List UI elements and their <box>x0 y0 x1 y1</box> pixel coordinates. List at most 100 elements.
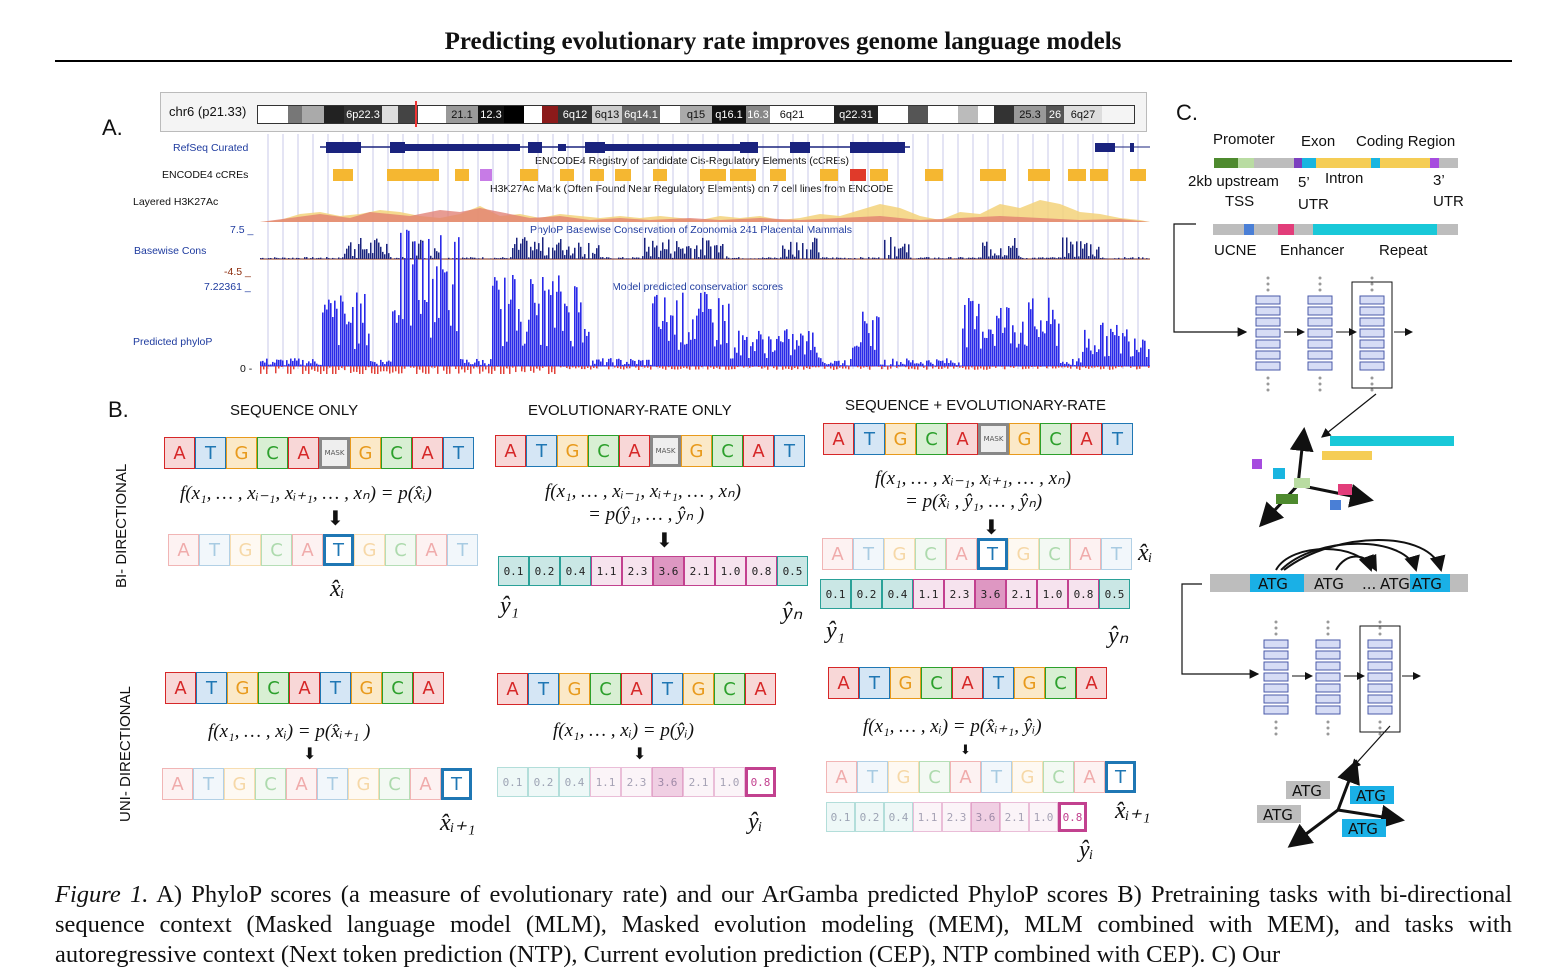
pred-bar <box>912 360 914 366</box>
pred-bar <box>728 304 730 366</box>
pred-neg-bar <box>746 366 748 367</box>
pred-bar <box>400 233 402 366</box>
pred-neg-bar <box>815 366 817 367</box>
pred-bar <box>884 360 886 366</box>
pred-bar <box>308 361 310 366</box>
pred-neg-bar <box>797 366 799 369</box>
pred-bar <box>698 309 700 366</box>
cons-bar <box>876 258 878 259</box>
pred-neg-bar <box>788 366 790 369</box>
pred-bar <box>524 344 526 366</box>
pred-bar <box>458 237 460 366</box>
pred-neg-bar <box>719 366 721 369</box>
pred-bar <box>436 266 438 366</box>
pred-neg-bar <box>566 366 568 368</box>
base-token: A <box>164 437 195 469</box>
model-layer <box>1360 340 1384 348</box>
cons-bar <box>434 248 436 259</box>
cons-bar <box>774 258 776 259</box>
pred-bar <box>478 361 480 366</box>
ideogram-band <box>550 106 558 123</box>
pred-bar <box>1006 307 1008 366</box>
pred-bar <box>1096 352 1098 366</box>
pred-neg-bar <box>707 366 709 370</box>
pred-neg-bar <box>419 366 421 370</box>
base-token: C <box>1043 761 1074 793</box>
model-layer <box>1308 296 1332 304</box>
cons-bar <box>520 244 522 259</box>
pred-bar <box>704 292 706 366</box>
pred-neg-bar <box>1094 366 1096 368</box>
ideogram-band <box>878 106 908 123</box>
pred-neg-bar <box>374 366 376 374</box>
pred-neg-bar <box>467 366 469 370</box>
pred-neg-bar <box>1034 366 1036 367</box>
cons-bar <box>872 258 874 259</box>
base-token: G <box>1009 423 1040 455</box>
base-token: T <box>441 768 472 800</box>
pred-neg-bar <box>1061 366 1063 367</box>
cons-bar <box>854 258 856 259</box>
cons-bar <box>642 256 644 259</box>
pred-bar <box>1124 336 1126 366</box>
pred-bar <box>456 331 458 366</box>
base-token: T <box>1102 423 1133 455</box>
pred-bar <box>1120 353 1122 366</box>
pred-neg-bar <box>1121 366 1123 367</box>
pred-neg-bar <box>359 366 361 374</box>
base-token: G <box>683 673 714 705</box>
base-token: A <box>822 538 853 570</box>
pred-bar <box>788 339 790 366</box>
pred-bar <box>390 362 392 366</box>
base-token: C <box>385 534 416 566</box>
pred-neg-bar <box>317 366 319 372</box>
base-token: A <box>947 423 978 455</box>
pred-neg-bar <box>608 366 610 369</box>
pred-bar <box>506 342 508 366</box>
pred-bar <box>338 345 340 366</box>
cons-bar <box>956 258 958 259</box>
pred-neg-bar <box>479 366 481 374</box>
ideogram-band <box>978 106 994 123</box>
formula-bi-evo-2: = p(ŷ₁, … , ŷₙ ) <box>588 503 704 526</box>
cons-bar <box>610 258 612 259</box>
ccre-mark <box>820 169 838 181</box>
pred-neg-bar <box>872 366 874 367</box>
pred-bar <box>500 309 502 366</box>
cons-bar <box>1126 258 1128 259</box>
cons-bar <box>298 258 300 259</box>
cons-bar <box>862 258 864 259</box>
atg-8: ATG <box>1348 820 1378 838</box>
pred-neg-bar <box>983 366 985 370</box>
base-token: G <box>350 437 381 469</box>
pred-bar <box>550 295 552 366</box>
cons-bar <box>684 254 686 259</box>
cons-bar <box>506 258 508 259</box>
pred-neg-bar <box>830 366 832 369</box>
ellipsis: ... <box>1362 575 1376 593</box>
pred-bar <box>660 329 662 366</box>
pred-neg-bar <box>1148 366 1150 368</box>
cons-bar <box>990 249 992 259</box>
pred-neg-bar <box>590 366 592 369</box>
pred-bar <box>1102 323 1104 366</box>
pred-neg-bar <box>986 366 988 370</box>
base-token: A <box>292 534 323 566</box>
pred-bar <box>608 359 610 366</box>
cons-bar <box>378 243 380 259</box>
chromosome-label: chr6 (p21.33) <box>169 104 246 119</box>
pred-neg-bar <box>752 366 754 367</box>
model-layer <box>1308 329 1332 337</box>
cons-bar <box>1068 253 1070 259</box>
pred-neg-bar <box>290 366 292 374</box>
pred-neg-bar <box>614 366 616 367</box>
model-layer <box>1368 684 1392 692</box>
cons-bar <box>938 257 940 259</box>
pred-bar <box>522 346 524 366</box>
cons-bar <box>802 243 804 259</box>
pred-neg-bar <box>896 366 898 368</box>
cons-bar <box>348 246 350 259</box>
pred-bar <box>1000 308 1002 366</box>
cons-bar <box>320 258 322 259</box>
